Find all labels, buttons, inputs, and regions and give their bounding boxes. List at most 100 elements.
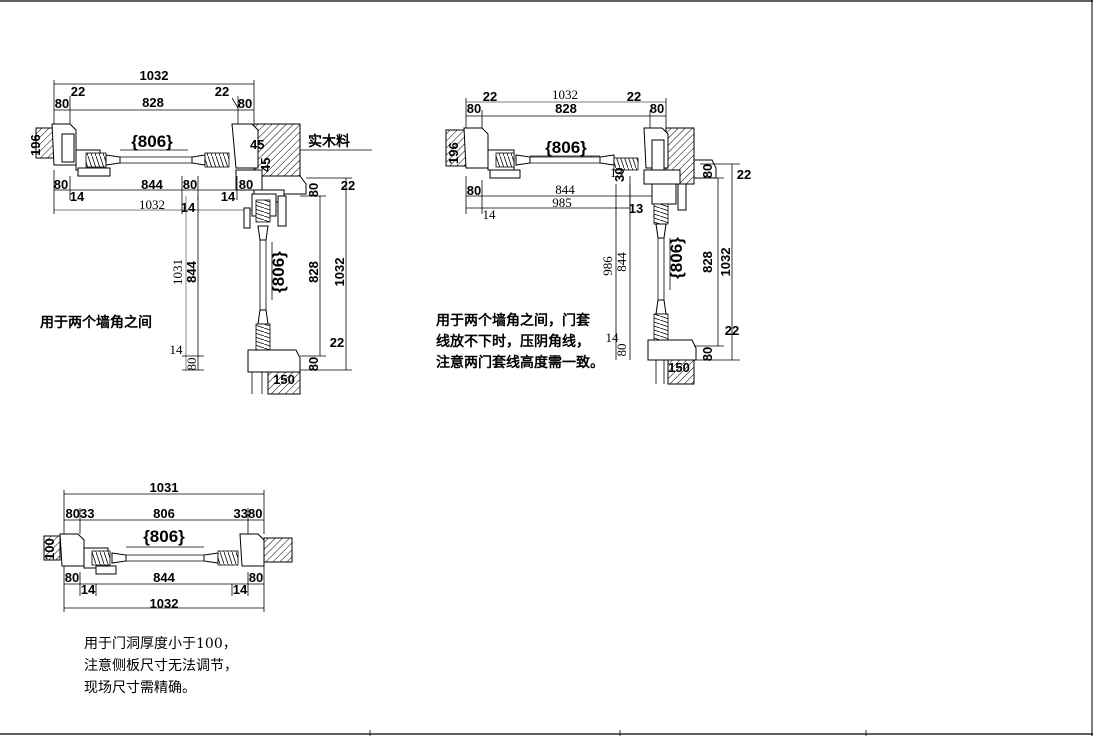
- note-line: 注意两门套线高度需一致。: [436, 354, 604, 371]
- dim-right-gap: 22: [215, 84, 229, 99]
- dim-bottom-right-trim: 80: [239, 177, 253, 192]
- top-dimension-lines-bottom: [63, 490, 265, 534]
- dim-v-gap-top-r: 22: [737, 167, 751, 182]
- right-trim-top: [231, 123, 259, 169]
- bottom-trim-r: [647, 339, 697, 361]
- corner-trim-r: [643, 169, 681, 185]
- dim-v-14-r: 14: [606, 330, 620, 345]
- vertical-spring-bottom: [255, 323, 271, 351]
- leaf-end-right: [191, 154, 206, 166]
- dim-overall-bottom: 1032: [139, 197, 165, 212]
- dim-v-gap-bottom-r: 22: [725, 323, 739, 338]
- dim-left-gap: 22: [71, 84, 85, 99]
- dim-bottom-mid-gap: 14: [181, 200, 196, 215]
- dim-left-gap-r: 22: [483, 89, 497, 104]
- dim-v-828: 828: [306, 261, 321, 283]
- dim-mid-13a: 13: [610, 165, 623, 180]
- dim-overall-top-b: 1031: [150, 480, 179, 495]
- dim-mid: 806: [153, 506, 175, 521]
- solid-wood-label: 实木料: [308, 133, 350, 150]
- dim-bottom-left-gap: 14: [70, 189, 85, 204]
- dim-wall-b: 100: [42, 538, 57, 560]
- dim-bottom-left-trim: 80: [54, 177, 68, 192]
- stop-bar-left-b: [95, 565, 117, 575]
- note-line: 现场尺寸需精确。: [84, 680, 196, 696]
- dim-v-gap-bottom: 22: [330, 335, 344, 350]
- note-line: 线放不下时，压阴角线，: [436, 333, 590, 350]
- left-spring-b: [91, 550, 111, 566]
- leaf-size-r: {806}: [545, 138, 587, 157]
- dim-left-trim: 80: [55, 96, 69, 111]
- right-spring-r: [613, 157, 639, 171]
- dim-v-828-r: 828: [700, 251, 715, 273]
- dim-bottom-right-trim-b: 80: [249, 570, 263, 585]
- dim-v-trim-bottom: 80: [306, 357, 321, 371]
- dim-wall-r: 196: [446, 142, 461, 164]
- detail-corner-between-walls: 1032 80 22 828 22 80 196 {806} 45 实木料 45: [28, 68, 372, 395]
- note-line: 用于两个墙角之间，门套: [436, 312, 590, 329]
- dim-v-80: 80: [184, 358, 199, 371]
- left-spring: [85, 152, 107, 168]
- dim-overall-bottom-b: 1032: [150, 596, 179, 611]
- dim-bottom-right-gap-b: 14: [233, 582, 248, 597]
- dim-v-1032-r: 1032: [718, 248, 733, 277]
- vleaf-size-r: {806}: [667, 237, 686, 279]
- dim-bottom-left-trim-r: 80: [467, 183, 481, 198]
- dim-v-1032: 1032: [332, 258, 347, 287]
- leaf-end-right-b: [203, 552, 219, 564]
- wall-bottom: [267, 371, 301, 395]
- left-trim-r: [463, 127, 489, 169]
- detail-thin-opening: 1031 8033 806 3380 100 {806} 80 844: [42, 480, 293, 696]
- dim-v-small: 45: [258, 158, 273, 172]
- leaf-end-left-b: [111, 552, 127, 564]
- note-line: 用于门洞厚度小于100，: [84, 636, 237, 652]
- dim-bottom-left-gap-b: 14: [81, 582, 96, 597]
- vertical-spring-bottom-r: [653, 313, 669, 341]
- dim-v-14: 14: [170, 342, 184, 357]
- left-jamb: [61, 133, 75, 163]
- leaf-end-right-r: [599, 154, 615, 166]
- dim-v-80-r: 80: [614, 344, 629, 357]
- dim-thick: 45: [250, 137, 264, 152]
- dim-clear: 828: [142, 95, 164, 110]
- dim-clear-r: 828: [555, 101, 577, 116]
- vertical-dimension-lines: [182, 177, 352, 371]
- dim-bottom-left-trim-b: 80: [65, 570, 79, 585]
- detail-corner-inner-trim: 22 1032 828 22 80 80 196 {806} 13 30: [436, 87, 751, 385]
- wall-left-b: [43, 535, 61, 561]
- vleaf-end-bottom: [257, 309, 269, 325]
- dim-v-986: 986: [600, 256, 615, 276]
- vleaf-size: {806}: [269, 251, 288, 293]
- vertical-stop-right-r: [677, 183, 687, 211]
- dim-v-trim-top: 80: [306, 183, 321, 197]
- leaf-size-b: {806}: [143, 527, 185, 546]
- dim-right-trim-r: 80: [650, 101, 664, 116]
- left-trim-b: [59, 533, 85, 567]
- dim-bottom-985: 985: [552, 195, 572, 210]
- vertical-stop-top: [243, 207, 251, 229]
- dim-v-trim-top-r: 80: [700, 164, 715, 178]
- wall-bottom-r: [667, 359, 695, 385]
- leaf-end-left-r: [515, 154, 531, 166]
- left-spring-r: [495, 152, 515, 168]
- sheet-bottom-ticks: [369, 730, 867, 736]
- dim-overall-top: 1032: [140, 68, 169, 83]
- dim-overall-top-r: 1032: [552, 87, 578, 102]
- top-dimension-lines: [53, 80, 255, 128]
- vleaf-end-top-r: [655, 223, 667, 239]
- dim-bottom-inner: 844: [141, 177, 163, 192]
- note-line: 注意侧板尺寸无法调节，: [84, 657, 238, 674]
- stop-bar-left-r: [489, 169, 521, 179]
- dim-mid-13b: 13: [629, 201, 643, 216]
- note-inner-trim: 用于两个墙角之间，门套 线放不下时，压阴角线， 注意两门套线高度需一致。: [436, 312, 604, 371]
- dim-v-gap-top: 22: [341, 178, 355, 193]
- dim-mid-30: 30: [612, 168, 627, 182]
- vertical-spring-top-r: [653, 203, 669, 225]
- right-spring-b: [217, 550, 239, 566]
- bottom-dimension-lines: [53, 170, 254, 214]
- note-thin-opening: 用于门洞厚度小于100， 注意侧板尺寸无法调节， 现场尺寸需精确。: [84, 636, 238, 696]
- dim-wall-bottom-r: 150: [668, 360, 690, 375]
- dim-bottom-inner-r: 844: [555, 182, 575, 197]
